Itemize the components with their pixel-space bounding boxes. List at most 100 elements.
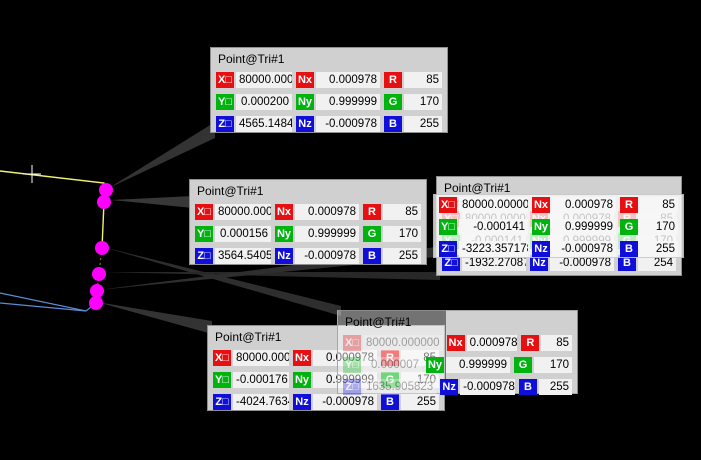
crosshair-cursor-icon [23,165,41,183]
tooltip-panel-bottom-front: Point@Tri#1 X□ 80000.000000 Nx 0.000978 … [337,310,578,395]
blue-edge-lower [0,302,87,312]
z-label: Z□ [213,394,231,410]
nz-label: Nz [275,248,293,264]
ny-value: 0.999999 [446,357,510,373]
leader-line-to-bottom-front [103,247,341,316]
r-label: R [521,335,540,351]
nx-value: 0.000978 [295,204,359,220]
g-value: 170 [640,219,678,235]
z-label: Z□ [216,116,234,132]
ny-value: 0.999999 [295,226,359,242]
y-value: 0.000156 [215,226,271,242]
x-label: X□ [195,204,213,220]
tooltip-title: Point@Tri#1 [444,181,511,195]
nz-label: Nz [532,241,550,257]
leader-line-to-bottom-back [97,302,212,334]
ny-label: Ny [532,219,550,235]
yellow-polyline [0,170,107,249]
x-label: X□ [343,335,361,351]
y-label: Y□ [216,94,234,110]
y-label: Y□ [439,219,457,235]
b-label: B [620,241,638,257]
x-value: 80000.000000 [233,350,289,366]
y-value: -0.000141 [459,219,528,235]
nx-label: Nx [446,335,465,351]
g-label: G [620,219,638,235]
measure-point-3[interactable] [95,241,109,255]
tooltip-title: Point@Tri#1 [218,52,285,66]
y-row: Y□ -0.000141 Ny 0.999999 G 170 [439,219,678,235]
nz-value: -0.000978 [313,394,377,410]
z-row: Z□ 1635.905823 Nz -0.000978 B 255 [343,379,572,395]
x-row: X□ 80000.000000 Nx 0.000978 R 85 [439,197,678,213]
b-value: 255 [404,116,442,132]
tooltip-panel-right-front: Point@Tri#1 X□ 80000.000000 Nx 0.000978 … [433,194,684,258]
g-label: G [384,94,402,110]
b-label: B [384,116,402,132]
z-value: 1635.905823 [363,379,437,395]
ny-label: Ny [296,94,314,110]
nz-label: Nz [530,255,548,271]
x-value: 80000.000000 [215,204,271,220]
z-value: -1932.270874 [462,255,526,271]
b-label: B [519,379,538,395]
nz-value: -0.000978 [316,116,380,132]
z-row: Z□ 3564.540527 Nz -0.000978 B 255 [195,248,421,264]
leader-line-mid-left [111,196,193,208]
r-label: R [363,204,381,220]
measure-point-5[interactable] [90,284,104,298]
z-label: Z□ [343,379,361,395]
measure-point-2[interactable] [97,195,111,209]
nx-value: 0.000978 [316,72,380,88]
ny-label: Ny [275,226,293,242]
z-label: Z□ [195,248,213,264]
r-label: R [384,72,402,88]
x-value: 80000.000000 [459,197,528,213]
r-value: 85 [541,335,572,351]
ghost-x-cell: X□ 80000.000000 [343,335,447,351]
nx-label: Nx [532,197,550,213]
y-row: Y□ 0.000007 Ny 0.999999 G 170 [343,357,572,373]
nx-value: 0.000978 [552,197,616,213]
y-value: 0.000200 [236,94,292,110]
leader-line-to-right-back [100,272,440,280]
b-value: 255 [640,241,678,257]
measure-point-1[interactable] [99,183,113,197]
x-value: 80000.000000 [236,72,292,88]
nz-label: Nz [440,379,459,395]
x-row: X□ 80000.000000 Nx 0.000978 R 85 [216,72,442,88]
ghost-z-cell: Z□ 1635.905823 [343,379,440,395]
y-value: 0.000007 [363,357,422,373]
nx-label: Nx [293,350,311,366]
z-row: Z□ -4024.763428 Nz -0.000978 B 255 [213,394,439,410]
tooltip-title: Point@Tri#1 [197,184,264,198]
nx-label: Nx [275,204,293,220]
tooltip-panel-top: Point@Tri#1 X□ 80000.000000 Nx 0.000978 … [210,47,448,133]
z-value: 4565.148438 [236,116,292,132]
z-value: -4024.763428 [233,394,289,410]
r-label: R [620,197,638,213]
b-label: B [381,394,399,410]
z-label: Z□ [439,241,457,257]
measure-point-6[interactable] [89,296,103,310]
z-row: Z□ -3223.357178 Nz -0.000978 B 255 [439,241,678,257]
ny-label: Ny [426,357,444,373]
blue-edge-upper [0,292,97,312]
tooltip-title: Point@Tri#1 [215,330,282,344]
b-value: 255 [383,248,421,264]
b-value: 255 [539,379,572,395]
ny-value: 0.999999 [316,94,380,110]
nx-value: 0.000978 [466,335,518,351]
nx-label: Nx [296,72,314,88]
b-value: 255 [401,394,439,410]
measure-point-4[interactable] [92,267,106,281]
r-value: 85 [383,204,421,220]
nz-value: -0.000978 [550,255,614,271]
x-label: X□ [216,72,234,88]
x-value: 80000.000000 [363,335,443,351]
g-label: G [363,226,381,242]
tooltip-title: Point@Tri#1 [345,315,412,329]
x-row: X□ 80000.000000 Nx 0.000978 R 85 [195,204,421,220]
b-label: B [618,255,636,271]
